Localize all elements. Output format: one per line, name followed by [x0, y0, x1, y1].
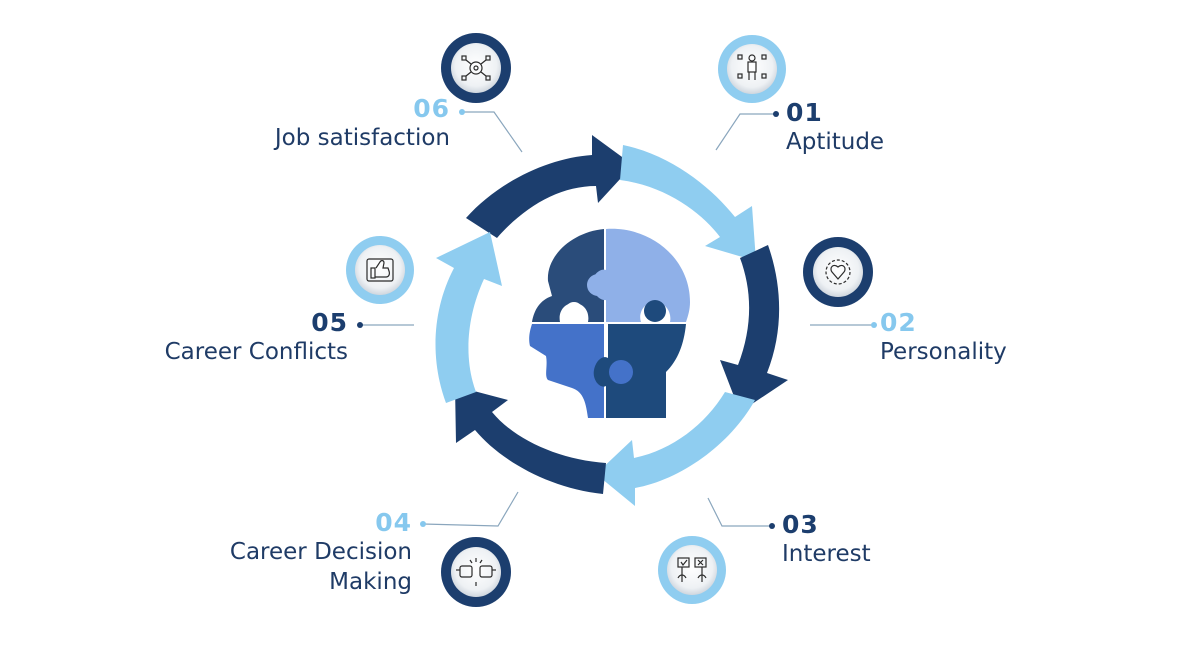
connector-06 [462, 111, 523, 153]
icon-badge-06 [441, 33, 511, 103]
thumbs-up-icon [366, 258, 394, 282]
step-03-name: Interest [782, 541, 871, 567]
cycle-arrow-3 [720, 245, 788, 412]
connectors [357, 109, 877, 529]
cycle-arrow-4 [596, 392, 755, 506]
puzzle-head-icon [529, 228, 690, 418]
step-05-number: 05 [311, 308, 348, 337]
heart-sun-icon [825, 259, 851, 285]
step-05-label: 05 Career Conflicts [165, 308, 348, 367]
connector-04 [422, 491, 519, 527]
step-01-name: Aptitude [786, 129, 885, 155]
cycle-arrow-5 [455, 386, 606, 494]
connector-01 [715, 113, 776, 151]
cycle-arrow-6 [435, 232, 502, 403]
step-04-name-line1: Career Decision [229, 539, 412, 565]
cycle-arrow-2 [620, 145, 756, 261]
icon-badge-02 [803, 237, 873, 307]
cycle-ring [435, 135, 788, 506]
step-01-label: 01 Aptitude [786, 98, 884, 157]
gear-network-icon [461, 55, 491, 81]
step-03-number: 03 [782, 510, 819, 539]
step-06-label: 06 Job satisfaction [275, 94, 450, 153]
step-04-name-line2: Making [329, 569, 412, 595]
hands-choice-icon [677, 557, 707, 582]
step-01-number: 01 [786, 98, 823, 127]
step-04-label: 04 Career Decision Making [230, 508, 412, 597]
icon-badge-03 [658, 536, 726, 604]
connector-03 [707, 497, 772, 527]
step-02-name: Personality [880, 339, 1007, 365]
step-06-name: Job satisfaction [274, 125, 450, 151]
person-network-icon [737, 54, 767, 80]
step-02-label: 02 Personality [880, 308, 1007, 367]
step-06-number: 06 [413, 94, 450, 123]
icon-badge-01 [718, 35, 786, 103]
step-04-number: 04 [375, 508, 412, 537]
step-03-label: 03 Interest [782, 510, 871, 569]
step-05-name: Career Conflicts [164, 339, 348, 365]
icon-badge-05 [346, 236, 414, 304]
icon-badge-04 [441, 537, 511, 607]
cycle-arrow-1 [466, 135, 633, 238]
fist-bump-icon [456, 558, 496, 586]
step-02-number: 02 [880, 308, 917, 337]
